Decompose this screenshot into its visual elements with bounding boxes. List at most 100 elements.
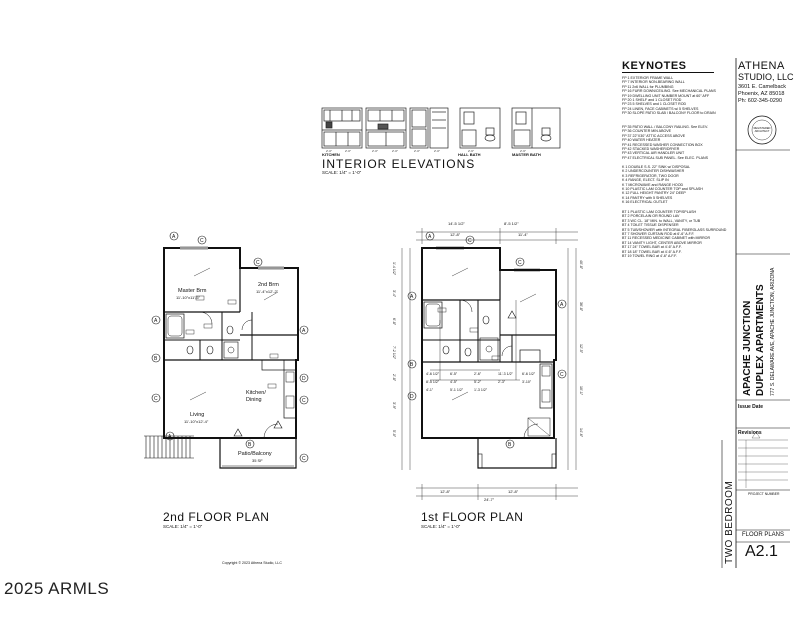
firm-sub: STUDIO, LLC [738, 72, 794, 82]
svg-text:C: C [256, 260, 260, 266]
svg-text:B: B [154, 356, 158, 362]
room-master-brm-size: 11'-10"x11'-5" [176, 295, 201, 300]
svg-text:C: C [468, 238, 472, 244]
interior-elevations: 2'-0"2'-0"2'-0"2'-0" 2'-0"2'-0"2'-6"2'-6… [321, 107, 561, 153]
svg-text:2'-0": 2'-0" [392, 149, 398, 153]
svg-text:B: B [410, 362, 414, 368]
room-patio-balcony: Patio/Balcony [238, 451, 272, 457]
dimension-text: 5'-2" [474, 380, 482, 384]
dimension-text: 4'-1" [426, 388, 434, 392]
armls-watermark: 2025 ARMLS [4, 579, 110, 598]
room-living-size: 11'-10"x12'-4" [184, 419, 209, 424]
svg-text:D: D [410, 394, 414, 400]
keynotes-underline [622, 72, 714, 73]
dim-top-0: 14'-5 1/2" [448, 221, 465, 226]
dimension-text: 5'-0" [392, 430, 396, 438]
svg-text:2'-6": 2'-6" [520, 149, 526, 153]
keynote-item: K 4 RANGE, ELECT. SLIP IN [622, 178, 669, 183]
dimension-text: 1'-3 1/2" [474, 388, 488, 392]
sheet-number: A2.1 [745, 543, 778, 560]
keynote-item: BT 5 TUB/SHOWER with INTEGRAL FIBERGLASS… [622, 227, 727, 232]
kitchen-elevation-drawing [321, 107, 449, 149]
keynote-item: FP 11 2x6 WALL for PLUMBING [622, 84, 674, 89]
keynote-item: K 16 ELECTRICAL OUTLET [622, 200, 668, 205]
revisions-label: Revisions [738, 430, 762, 436]
keynote-item: FP 36 COUNTER MIN ABOVE [622, 129, 672, 134]
dimension-text: 6'-8" [392, 318, 396, 326]
keynote-item: FP 1 EXTERIOR FRAME WALL [622, 76, 674, 80]
keynote-item: FP 19 DWELLING UNIT NUMBER MOUNT at 60" … [622, 93, 710, 98]
svg-text:A: A [560, 302, 564, 308]
second-floor-scale: SCALE: 1/4" = 1'-0" [163, 524, 203, 529]
master-bath-elevation-drawing [511, 107, 561, 149]
firm-address-1: 3601 E. Camelback [738, 84, 786, 90]
svg-text:C: C [302, 398, 306, 404]
keynote-item: K 10 PLASTIC LAM COUNTER TOP and SPLASH [622, 187, 703, 192]
room-2nd-brm-size: 11'-4"x12'-2" [256, 289, 279, 294]
svg-text:C: C [154, 396, 158, 402]
dimension-text: 6'-6 1/2" [522, 372, 536, 376]
keynotes-title: KEYNOTES [622, 60, 687, 72]
dim-bottom-0: 12'-8" [440, 489, 451, 494]
project-number-label: PROJECT NUMBER [748, 492, 780, 496]
project-address: 777 S. DELAWARE AVE, APACHE JUNCTION, AR… [770, 267, 776, 396]
firm-name: ATHENA [738, 60, 785, 72]
second-floor-plan-drawing [144, 231, 309, 469]
elevation-label-hall-bath: HALL BATH [458, 152, 481, 157]
issue-date-label: Issue Date [738, 404, 764, 410]
keynote-item: FP 35 PATIO WALL / BALCONY RAILING. See … [622, 125, 709, 129]
keynote-item: FP 40 WATER HEATER [622, 138, 661, 143]
keynote-item: K 1 DOUBLE S.S. 22" SINK w/ DISPOSAL [622, 165, 691, 169]
keynote-item: K 7 MICROWAVE and RANGE HOOD [622, 182, 684, 187]
keynote-item: K 12 FULL HEIGHT PANTRY 24" DEEP [622, 191, 686, 196]
room-patio-balcony-size: 35 SF [252, 458, 263, 463]
svg-text:A: A [172, 234, 176, 240]
dimension-text: 1'-4 1/2" [392, 262, 396, 276]
keynote-item: FP 7 INTERIOR NON-BEARING WALL [622, 80, 685, 85]
architect-seal: REGISTERED ARCHITECT [753, 127, 771, 133]
keynote-item: BT 19 TOWEL RING at 4'-6" A.F.F. [622, 254, 677, 259]
dimension-text: 4'-5" [450, 380, 458, 384]
svg-text:2'-0": 2'-0" [372, 149, 378, 153]
dim-bottom-2: 12'-8" [508, 489, 519, 494]
first-floor-scale: SCALE: 1/4" = 1'-0" [421, 524, 461, 529]
sheet-title: FLOOR PLANS [742, 532, 785, 538]
keynote-item: FP 23 5 SHELVES and 1 CLOSET ROD [622, 102, 687, 107]
keynote-item: BT 1 PLASTIC LAM COUNTER TOP/SPLASH [622, 210, 697, 214]
project-name-line1: APACHE JUNCTION [742, 300, 753, 396]
svg-text:C: C [518, 260, 522, 266]
dim-top-3: 11'-4" [518, 232, 528, 237]
room-2nd-brm: 2nd Brm [258, 282, 279, 288]
keynote-item: BT 7 SHOWER CURTAIN ROD at 6'-6" A.F.F. [622, 232, 695, 237]
dimension-text: 2'-6" [474, 372, 482, 376]
dimension-text: 8'-5 1/2" [426, 380, 440, 384]
hall-bath-elevation-drawing [459, 107, 501, 149]
room-master-brm: Master Brm [178, 288, 207, 294]
dim-top-2: 8'-5 1/2" [504, 221, 519, 226]
keynote-item: FP 20 1 SHELF and 1 CLOSET ROD [622, 98, 682, 103]
keynote-item: K 2 UNDERCOUNTER DISHWASHER [622, 169, 685, 174]
svg-text:D: D [302, 376, 306, 382]
first-floor-grid-letters: ABD AC CCA B [410, 234, 564, 448]
unit-type: TWO BEDROOM [724, 480, 735, 564]
svg-text:C: C [200, 238, 204, 244]
svg-text:2'-0": 2'-0" [326, 149, 332, 153]
firm-address-2: Phoenix, AZ 85018 [738, 91, 785, 97]
second-floor-title: 2nd FLOOR PLAN [163, 510, 270, 524]
dimension-text: 40'-8" [579, 260, 583, 270]
dimension-text: 12'-5" [579, 344, 583, 354]
keynote-item: FP 30 SLOPE PATIO SLAB / BALCONY FLOOR t… [622, 111, 716, 116]
dimension-text: 2'-3" [498, 380, 506, 384]
keynote-item: BT 17 24" TOWEL BAR at 4'-6" A.F.F. [622, 245, 682, 250]
copyright-note: Copyright © 2023 Athena Studio, LLC [222, 561, 282, 565]
svg-text:2'-0": 2'-0" [414, 149, 420, 153]
svg-text:A: A [302, 328, 306, 334]
second-floor-grid-letters: ABC ADC CCA ABC [154, 234, 306, 462]
keynote-item: BT 11 RECESSED MEDICINE CABINET with MIR… [622, 236, 711, 241]
first-floor-title: 1st FLOOR PLAN [421, 510, 524, 524]
svg-text:B: B [508, 442, 512, 448]
keynote-item: BT 2 PORCELAIN OR ROUND LAV [622, 214, 680, 219]
